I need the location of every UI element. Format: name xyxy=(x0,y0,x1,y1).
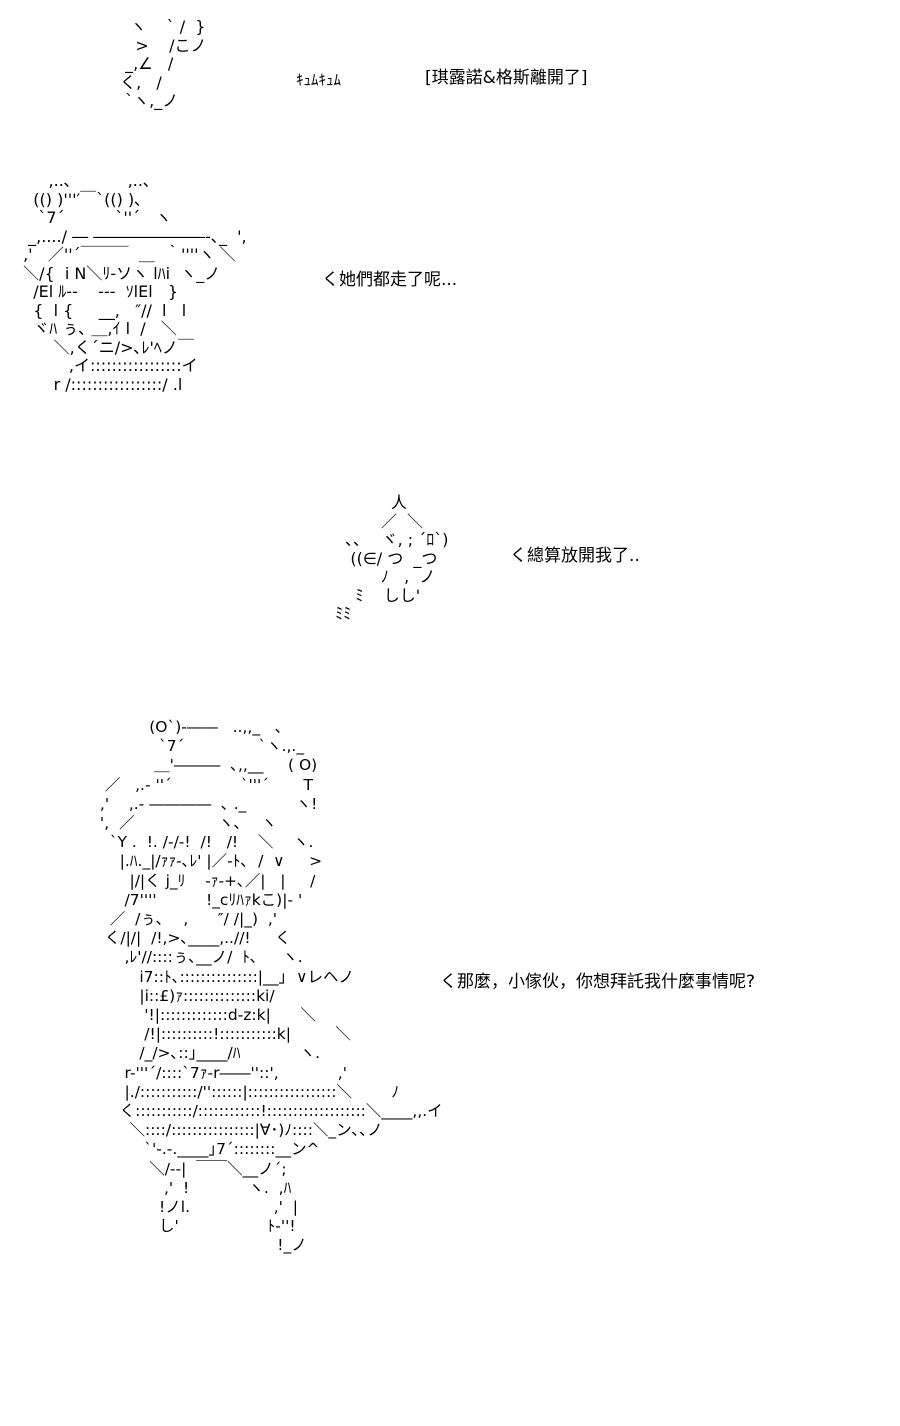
dialogue-caption-3: く那麼，小傢伙，你想拜託我什麼事情呢? xyxy=(440,972,756,992)
ascii-art-small-creature: 人 ／ ＼ ､､ ヾ, ; ´ﾛ`) ((∈/ つ _つ ﾉ , ノ ﾐ しし'… xyxy=(335,493,449,623)
dialogue-caption-1: く她們都走了呢... xyxy=(322,270,458,290)
ascii-art-character-full-body: (O`)-―― ..,,_ ､ `7´ `ヽ.,._ ＿'――― ､,,__ (… xyxy=(99,718,443,1255)
ascii-art-legs: ヽ ` / } > /こノ _,∠ / く, / `ヽ,_ノ xyxy=(120,17,207,110)
narration-caption: [琪露諾&格斯離開了] xyxy=(425,68,588,88)
ascii-art-character-portrait: ,..､ ,..､ (() )'''′￣`(() )､ `7´ `''´ ヽ _… xyxy=(23,171,247,394)
sound-effect-text: ｷｭﾑｷｭﾑ xyxy=(296,71,342,89)
dialogue-caption-2: く總算放開我了.. xyxy=(510,546,640,566)
